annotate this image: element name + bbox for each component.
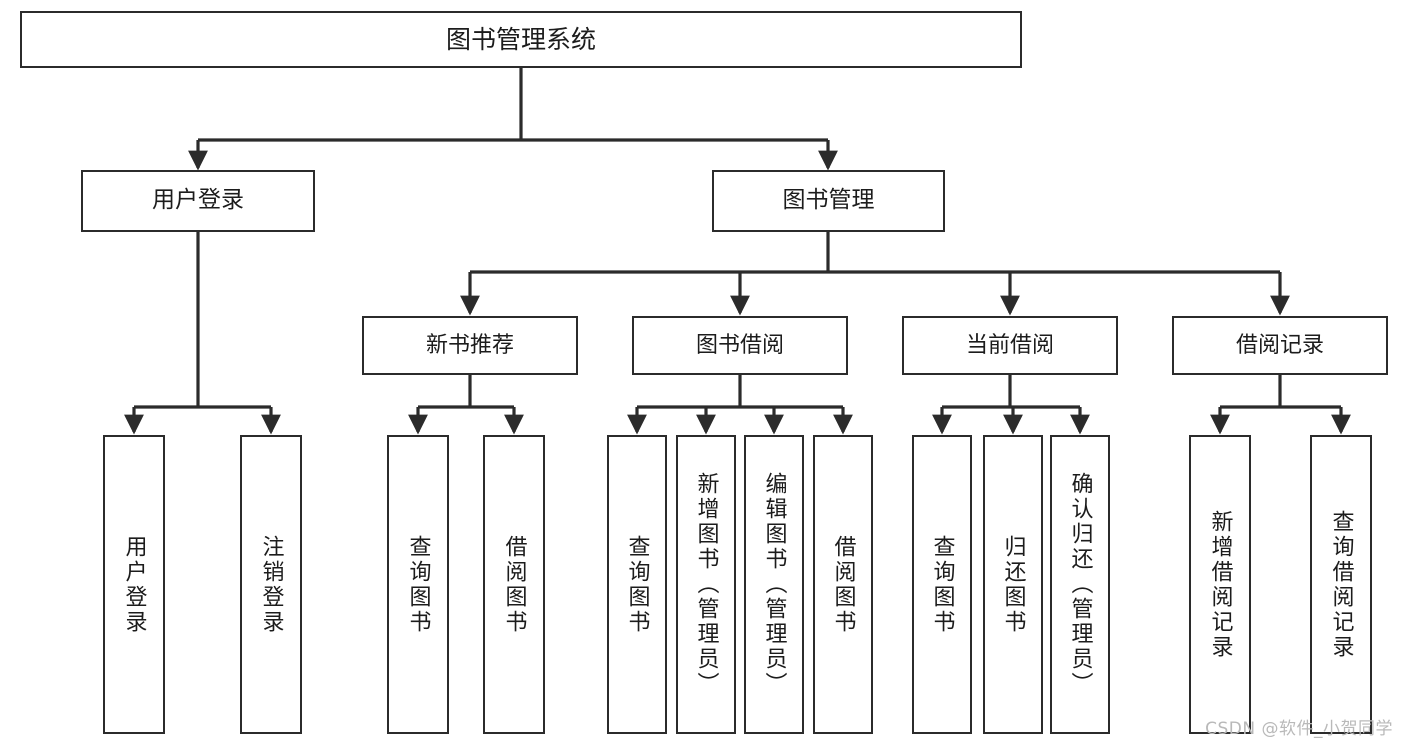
node-leaf-user-login-label: 用户登录 xyxy=(121,534,147,635)
node-root-label: 图书管理系统 xyxy=(445,24,596,54)
node-book-manage[interactable]: 图书管理 xyxy=(712,170,945,232)
node-leaf-query-book-1-label: 查询图书 xyxy=(405,534,431,635)
node-leaf-borrow-book-1-label: 借阅图书 xyxy=(501,534,527,635)
node-book-borrow[interactable]: 图书借阅 xyxy=(632,316,848,375)
node-leaf-query-book-2[interactable]: 查询图书 xyxy=(607,435,667,734)
node-leaf-add-borrow-record[interactable]: 新增借阅记录 xyxy=(1189,435,1251,734)
node-leaf-add-borrow-record-label: 新增借阅记录 xyxy=(1207,509,1233,660)
node-leaf-query-book-3[interactable]: 查询图书 xyxy=(912,435,972,734)
node-leaf-edit-book[interactable]: 编辑图书（管理员） xyxy=(744,435,804,734)
node-user-login[interactable]: 用户登录 xyxy=(81,170,315,232)
node-current-borrow[interactable]: 当前借阅 xyxy=(902,316,1118,375)
node-borrow-record[interactable]: 借阅记录 xyxy=(1172,316,1388,375)
node-leaf-add-book-label: 新增图书（管理员） xyxy=(693,472,719,697)
node-leaf-logout[interactable]: 注销登录 xyxy=(240,435,302,734)
node-leaf-confirm-return-label: 确认归还（管理员） xyxy=(1067,472,1093,697)
watermark: CSDN @软件_小贺同学 xyxy=(1205,719,1393,739)
node-current-borrow-label: 当前借阅 xyxy=(965,332,1054,358)
node-leaf-add-book[interactable]: 新增图书（管理员） xyxy=(676,435,736,734)
node-leaf-confirm-return[interactable]: 确认归还（管理员） xyxy=(1050,435,1110,734)
node-new-book-recommend[interactable]: 新书推荐 xyxy=(362,316,578,375)
node-leaf-return-book-label: 归还图书 xyxy=(1000,534,1026,635)
node-leaf-borrow-book-2-label: 借阅图书 xyxy=(830,534,856,635)
node-leaf-user-login[interactable]: 用户登录 xyxy=(103,435,165,734)
node-root[interactable]: 图书管理系统 xyxy=(20,11,1022,68)
node-book-manage-label: 图书管理 xyxy=(782,187,875,214)
node-user-login-label: 用户登录 xyxy=(152,187,244,214)
node-leaf-query-book-1[interactable]: 查询图书 xyxy=(387,435,449,734)
node-leaf-query-borrow-record-label: 查询借阅记录 xyxy=(1328,509,1354,660)
node-leaf-borrow-book-2[interactable]: 借阅图书 xyxy=(813,435,873,734)
node-leaf-return-book[interactable]: 归还图书 xyxy=(983,435,1043,734)
node-leaf-borrow-book-1[interactable]: 借阅图书 xyxy=(483,435,545,734)
node-leaf-query-book-3-label: 查询图书 xyxy=(929,534,955,635)
node-borrow-record-label: 借阅记录 xyxy=(1235,332,1324,358)
node-book-borrow-label: 图书借阅 xyxy=(695,332,784,358)
node-new-book-recommend-label: 新书推荐 xyxy=(425,332,514,358)
node-leaf-query-book-2-label: 查询图书 xyxy=(624,534,650,635)
node-leaf-query-borrow-record[interactable]: 查询借阅记录 xyxy=(1310,435,1372,734)
node-leaf-edit-book-label: 编辑图书（管理员） xyxy=(761,472,787,697)
node-leaf-logout-label: 注销登录 xyxy=(258,534,284,635)
